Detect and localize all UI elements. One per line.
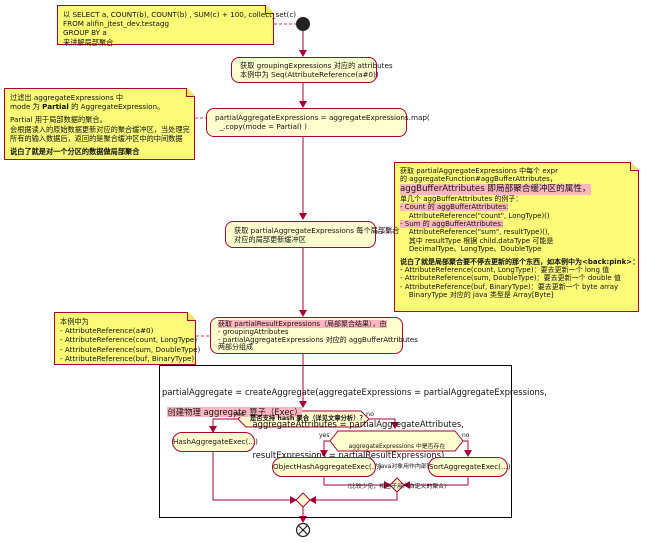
step-grouping-line: 本例中为 Seq(AttributeReference(a#0)) xyxy=(240,70,379,80)
note-filter-line: 过滤出 aggregateExpressions 中 xyxy=(10,93,124,102)
note-buffer-line: aggBufferAttributes 即局部聚合缓冲区的属性， xyxy=(400,183,591,195)
hash-decision-no: no xyxy=(366,410,375,418)
note-buffer-line: BinaryType 对应的 java 类型是 Array[Byte] xyxy=(400,291,554,300)
step-result-line: 两部分组成 xyxy=(218,343,253,352)
end-node xyxy=(295,522,311,538)
note-buffer-line: AttributeReference("sum", resultType)(), xyxy=(400,228,550,237)
step-grouping-line: 获取 groupingExpressions 对应的 attributes xyxy=(240,61,393,70)
step-partial-expressions[interactable]: partialAggregateExpressions = aggregateE… xyxy=(206,108,430,137)
note-buffer-line: 的 aggregateFunction#aggBufferAttributes， xyxy=(400,175,557,184)
note-buffer-line: 单几个 aggBufferAttributes 的例子： xyxy=(400,194,523,203)
hash-aggregate-exec[interactable]: HashAggregateExec(...) xyxy=(172,432,258,452)
create-aggregate-partition xyxy=(159,365,512,518)
note-buffer-line: - AttributeReference(buf, BinaryType)：要去… xyxy=(400,282,619,291)
note-filter-line: mode 为 Partial 的 AggregateExpression。 xyxy=(10,102,165,112)
partition-title: partialAggregate = createAggregate(aggre… xyxy=(162,387,547,460)
partition-subtitle: 创建物理 aggregate 算子（Exec） xyxy=(167,406,303,417)
note-buffer-line: 其中 resultType 根据 child.dataType 可能是 xyxy=(400,236,554,245)
note-sql-line: 来讲解局部聚合 xyxy=(63,37,114,47)
note-buffer-line: 获取 partialAggregateExpressions 中每个 expr xyxy=(400,167,558,175)
note-result-line: - AttributeReference(sum, DoubleType) xyxy=(60,344,201,354)
step-buffer-line: 对应的局部更新缓冲区 xyxy=(234,235,306,245)
note-buffer-summary: 说白了就是局部聚合要不停去更新的那个东西，如本例中为<back:pink>： xyxy=(400,257,640,266)
note-partial-filter: 过滤出 aggregateExpressions 中 mode 为 Partia… xyxy=(4,88,195,160)
hash-decision-yes: yes xyxy=(233,410,245,418)
note-sql-line: FROM alifin_jtest_dev.testagg xyxy=(63,19,170,29)
step-result-line: 获取 partialResultExpressions（局部聚合结果），由 xyxy=(218,320,387,328)
step-agg-buffer[interactable]: 获取 partialAggregateExpressions 每个局部聚合 对应… xyxy=(225,221,400,248)
note-agg-buffer: 获取 partialAggregateExpressions 中每个 expr … xyxy=(394,162,639,312)
object-hash-aggregate-exec[interactable]: ObjectHashAggregateExec(...) xyxy=(272,457,381,477)
step-partial-line: _.copy(mode = Partial) ) xyxy=(215,122,307,132)
object-decision-no: no xyxy=(462,432,470,439)
note-buffer-line: - AttributeReference(sum, DoubleType)：要去… xyxy=(400,274,621,283)
note-result-line: 本例中为 xyxy=(60,317,89,326)
note-buffer-line: - Count 的 aggBufferAttributes: xyxy=(400,203,509,212)
object-decision-yes: yes xyxy=(319,432,330,439)
step-grouping-attributes[interactable]: 获取 groupingExpressions 对应的 attributes 本例… xyxy=(231,57,393,83)
note-buffer-line: AttributeReference("count", LongType)() xyxy=(400,211,550,220)
note-result-line: - AttributeReference(count, LongType) xyxy=(60,335,198,345)
note-filter-line: Partial 用于局部数据的聚合。 xyxy=(10,115,107,125)
note-filter-summary: 说白了就是对一个分区的数据做局部聚合 xyxy=(10,147,140,157)
step-result-line: - groupingAttributes xyxy=(218,327,289,336)
note-result-example: 本例中为 - AttributeReference(a#0) - Attribu… xyxy=(54,312,201,365)
note-result-line: - AttributeReference(buf, BinaryType) xyxy=(60,353,195,363)
note-filter-line: 所有的输入数据后，返回的是聚合缓冲区中的中间数据 xyxy=(10,133,183,143)
step-partial-result[interactable]: 获取 partialResultExpressions（局部聚合结果），由 - … xyxy=(210,317,418,354)
step-result-line: - partialAggregateExpressions 对应的 aggBuf… xyxy=(218,335,418,344)
start-node xyxy=(296,17,310,31)
note-buffer-line: DecimalType、LongType、DoubleType xyxy=(400,245,542,254)
object-decision-label: aggregateExpressions 中是否存在 允许用户定义的java对象… xyxy=(337,444,457,490)
note-sql-line: GROUP BY a xyxy=(63,28,107,38)
step-buffer-line: 获取 partialAggregateExpressions 每个局部聚合 xyxy=(234,226,400,235)
note-sql-line: 以 SELECT a, COUNT(b), COUNT(b) , SUM(c) … xyxy=(63,10,297,19)
note-buffer-line: - Sum 的 aggBufferAttributes: xyxy=(400,220,504,229)
step-partial-line: partialAggregateExpressions = aggregateE… xyxy=(215,113,430,122)
sort-aggregate-exec[interactable]: SortAggregateExec(...) xyxy=(428,457,511,477)
note-sql: 以 SELECT a, COUNT(b), COUNT(b) , SUM(c) … xyxy=(57,5,297,47)
note-result-line: - AttributeReference(a#0) xyxy=(60,326,154,336)
note-buffer-line: - AttributeReference(count, LongType)：要去… xyxy=(400,266,610,275)
note-filter-line: 会根据读入的原始数据更新对应的聚合缓冲区，当处理完 xyxy=(10,124,190,134)
hash-decision-label: 是否支持 hash 聚合（详见文章分析）？ xyxy=(250,415,366,422)
